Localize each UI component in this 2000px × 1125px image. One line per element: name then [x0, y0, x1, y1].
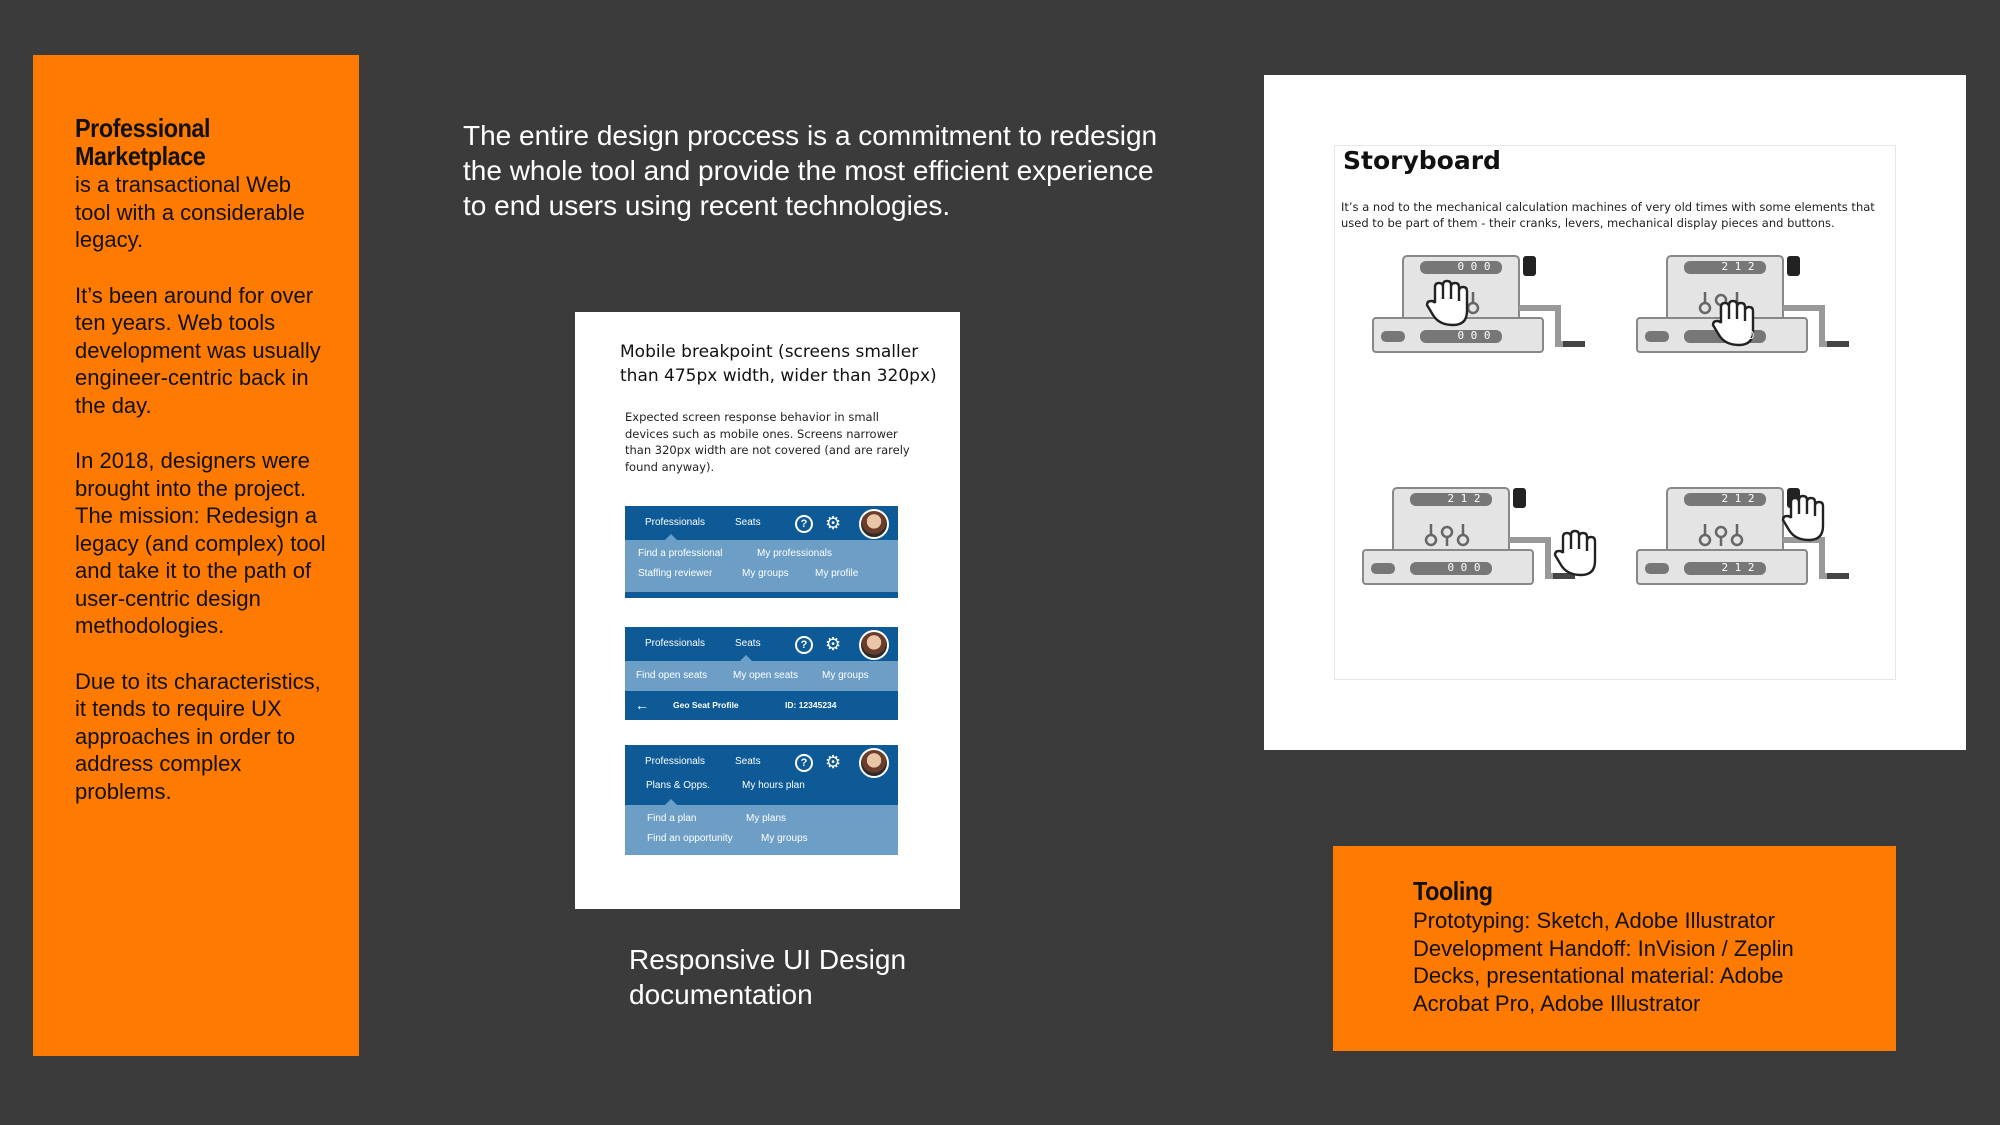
- history-paragraph: It’s been around for over ten years. Web…: [75, 282, 321, 418]
- menu-find-opportunity[interactable]: Find an opportunity: [647, 833, 733, 844]
- intro-rest: is a transactional Web tool with a consi…: [75, 172, 305, 252]
- menu-find-plan[interactable]: Find a plan: [647, 813, 697, 824]
- intro-paragraph: Professional Marketplace is a transactio…: [75, 113, 327, 254]
- tab-professionals[interactable]: Professionals: [645, 638, 706, 649]
- tab-seats[interactable]: Seats: [735, 638, 761, 649]
- tab-professionals[interactable]: Professionals: [645, 756, 706, 767]
- tab-professionals[interactable]: Professionals: [645, 517, 706, 528]
- tab-caret: [665, 534, 677, 540]
- menu-my-profile[interactable]: My profile: [815, 568, 859, 579]
- menu-my-groups[interactable]: My groups: [822, 670, 869, 681]
- display-top: 0 0 0: [1457, 260, 1491, 273]
- display-bottom: 0 0 0: [1721, 329, 1755, 342]
- mobile-nav-mock-plans: Professionals Seats ? ⚙ Plans & Opps. My…: [625, 745, 898, 855]
- display-bottom: 0 0 0: [1457, 329, 1491, 342]
- mock-submenu: Find a professional My professionals Sta…: [625, 540, 898, 592]
- display-top: 2 1 2: [1447, 492, 1481, 505]
- back-arrow-icon[interactable]: ←: [635, 697, 649, 713]
- display-bottom: 2 1 2: [1721, 561, 1755, 574]
- doc-body: Expected screen response behavior in sma…: [625, 410, 910, 474]
- menu-my-groups[interactable]: My groups: [761, 833, 808, 844]
- seat-id-label: ID: 12345234: [785, 700, 837, 710]
- mock-submenu: Find open seats My open seats My groups: [625, 661, 898, 691]
- avatar[interactable]: [859, 509, 889, 539]
- menu-my-professionals[interactable]: My professionals: [757, 548, 833, 559]
- mission-paragraph: In 2018, designers were brought into the…: [75, 448, 326, 638]
- gear-icon[interactable]: ⚙: [825, 752, 842, 772]
- display-top: 2 1 2: [1721, 260, 1755, 273]
- tooling-panel: Tooling Prototyping: Sketch, Adobe Illus…: [1333, 846, 1896, 1051]
- storyboard-card: Storyboard It’s a nod to the mechanical …: [1264, 75, 1966, 750]
- responsive-doc-card: Mobile breakpoint (screens smaller than …: [575, 312, 960, 909]
- tab-caret: [665, 799, 677, 805]
- tab-seats[interactable]: Seats: [735, 517, 761, 528]
- mobile-nav-mock-seats: Professionals Seats ? ⚙ Find open seats …: [625, 627, 898, 720]
- tooling-decks: Decks, presentational material: Adobe Ac…: [1413, 963, 1784, 1016]
- menu-staffing-reviewer[interactable]: Staffing reviewer: [638, 568, 713, 579]
- doc-title: Mobile breakpoint (screens smaller than …: [620, 342, 937, 386]
- storyboard-sheet: Storyboard It’s a nod to the mechanical …: [1334, 145, 1896, 680]
- menu-find-professional[interactable]: Find a professional: [638, 548, 723, 559]
- commitment-statement: The entire design proccess is a commitme…: [463, 120, 1158, 221]
- intro-panel: Professional Marketplace is a transactio…: [33, 55, 359, 1056]
- tab-caret: [740, 655, 752, 661]
- avatar[interactable]: [859, 630, 889, 660]
- tab-seats[interactable]: Seats: [735, 756, 761, 767]
- gear-icon[interactable]: ⚙: [825, 634, 842, 654]
- display-bottom: 0 0 0: [1447, 561, 1481, 574]
- tooling-handoff: Development Handoff: InVision / Zeplin: [1413, 935, 1794, 961]
- help-icon[interactable]: ?: [795, 515, 813, 533]
- mobile-nav-mock-professionals: Professionals Seats ? ⚙ Find a professio…: [625, 506, 898, 598]
- menu-find-open-seats[interactable]: Find open seats: [636, 670, 708, 681]
- doc-caption: Responsive UI Design documentation: [629, 944, 907, 1010]
- display-top: 2 1 2: [1721, 492, 1755, 505]
- menu-my-groups[interactable]: My groups: [742, 568, 789, 579]
- avatar[interactable]: [859, 748, 889, 778]
- menu-my-open-seats[interactable]: My open seats: [733, 670, 799, 681]
- mock-submenu: Find a plan My plans Find an opportunity…: [625, 805, 898, 855]
- gear-icon[interactable]: ⚙: [825, 513, 842, 533]
- mock-topbar: Professionals Seats ? ⚙: [625, 627, 898, 661]
- tooling-title: Tooling: [1413, 876, 1493, 906]
- seat-profile-label: Geo Seat Profile: [673, 700, 739, 710]
- project-title: Professional Marketplace: [75, 113, 211, 171]
- tooling-prototyping: Prototyping: Sketch, Adobe Illustrator: [1413, 908, 1775, 933]
- mock-topbar: Professionals Seats ? ⚙ Plans & Opps. My…: [625, 745, 898, 805]
- tab-my-hours-plan[interactable]: My hours plan: [742, 780, 805, 791]
- characteristics-paragraph: Due to its characteristics, it tends to …: [75, 668, 321, 804]
- help-icon[interactable]: ?: [795, 754, 813, 772]
- storyboard-frames: [1335, 146, 1895, 679]
- help-icon[interactable]: ?: [795, 636, 813, 654]
- storyboard-description: It’s a nod to the mechanical calculation…: [1341, 200, 1875, 230]
- menu-my-plans[interactable]: My plans: [746, 813, 787, 824]
- storyboard-title: Storyboard: [1343, 146, 1501, 175]
- tab-plans-opps[interactable]: Plans & Opps.: [646, 780, 710, 791]
